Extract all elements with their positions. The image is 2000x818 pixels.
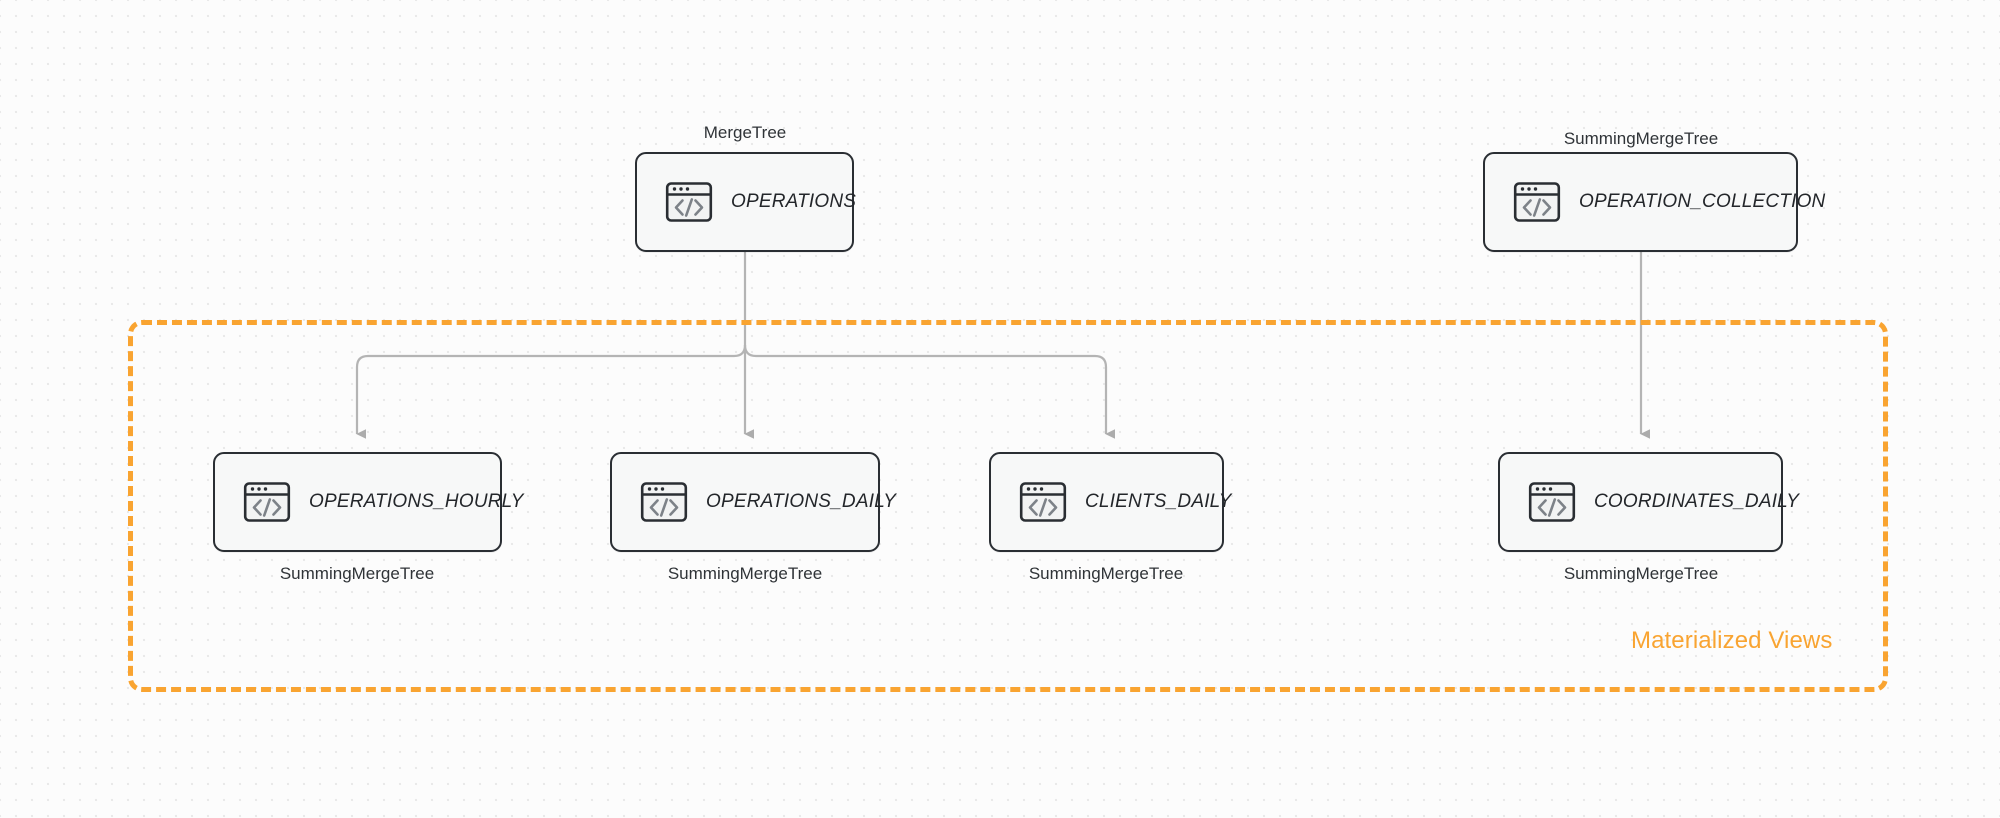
node-operations-label: OPERATIONS (731, 191, 857, 212)
engine-caption-operations-daily: SummingMergeTree (667, 564, 823, 583)
materialized-views-group (128, 320, 1888, 692)
engine-caption-operation-collection: SummingMergeTree (1563, 129, 1719, 148)
node-operations-hourly-label: OPERATIONS_HOURLY (309, 491, 524, 512)
engine-caption-coordinates-daily: SummingMergeTree (1563, 564, 1719, 583)
code-window-icon (663, 176, 715, 228)
engine-caption-clients-daily: SummingMergeTree (1028, 564, 1184, 583)
node-operations[interactable]: OPERATIONS (635, 152, 857, 252)
node-clients-daily[interactable]: CLIENTS_DAILY (989, 452, 1231, 552)
code-window-icon (638, 476, 690, 528)
engine-caption-operations: MergeTree (703, 123, 787, 142)
node-operations-hourly[interactable]: OPERATIONS_HOURLY (213, 452, 523, 552)
code-window-icon (1511, 176, 1563, 228)
code-window-icon (1526, 476, 1578, 528)
node-clients-daily-label: CLIENTS_DAILY (1085, 491, 1232, 512)
node-coordinates-daily[interactable]: COORDINATES_DAILY (1498, 452, 1799, 552)
engine-caption-operations-hourly: SummingMergeTree (279, 564, 435, 583)
code-window-icon (1017, 476, 1069, 528)
node-operations-daily[interactable]: OPERATIONS_DAILY (610, 452, 896, 552)
node-operations-daily-label: OPERATIONS_DAILY (706, 491, 897, 512)
node-coordinates-daily-label: COORDINATES_DAILY (1594, 491, 1800, 512)
node-operation-collection[interactable]: OPERATION_COLLECTION (1483, 152, 1825, 252)
node-operation-collection-label: OPERATION_COLLECTION (1579, 191, 1826, 212)
materialized-views-group-label: Materialized Views (1631, 627, 1833, 654)
code-window-icon (241, 476, 293, 528)
